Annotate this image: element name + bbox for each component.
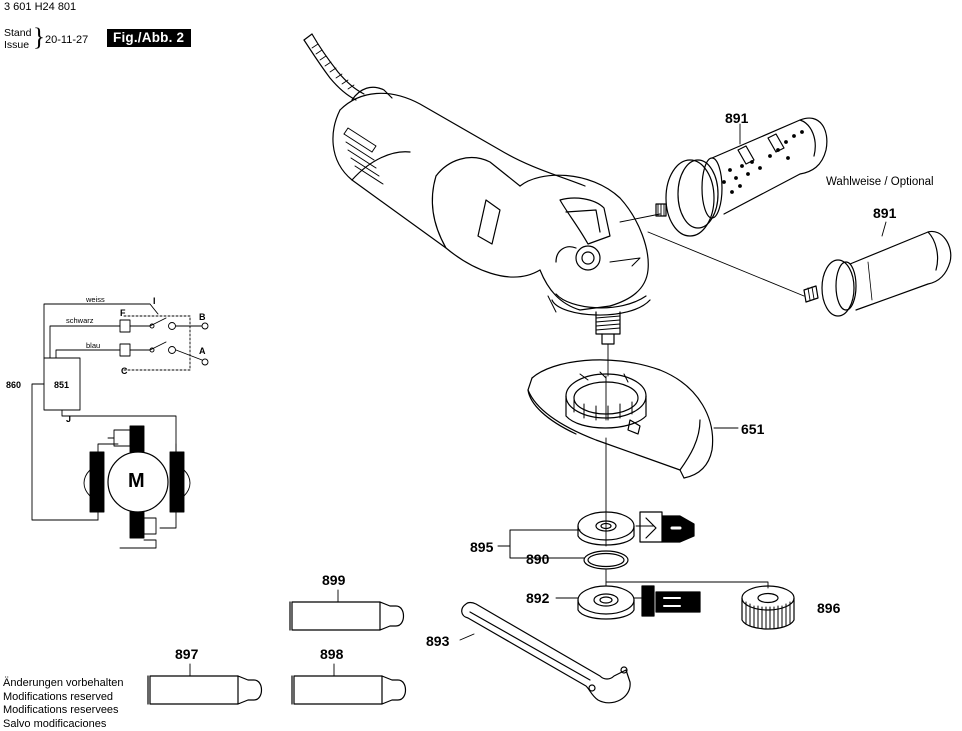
clamping-flange [577,511,635,547]
part-label-899: 899 [322,572,346,588]
figure-label: Fig./Abb. 2 [107,29,192,47]
part-label-895: 895 [470,539,494,555]
issue-date: 20-11-27 [45,34,89,46]
part-label-891-top: 891 [725,110,749,126]
terminal-label-a: A [199,346,206,356]
part-label-860: 860 [6,380,22,390]
terminal-label-i: I [153,296,156,306]
document-number: 3 601 H24 801 [4,1,77,13]
part-label-892: 892 [526,590,550,606]
brace: } [33,24,45,51]
wire-label-schwarz: schwarz [66,316,94,325]
wire-label-weiss: weiss [86,295,105,304]
part-label-893: 893 [426,633,450,649]
handle-leader-optional [647,231,805,297]
flange-symbol-top [635,511,695,543]
angle-grinder [303,33,651,377]
mounting-flange [555,569,635,620]
side-handle-optional [803,230,952,317]
motor-symbol: M [128,470,145,492]
part-label-896: 896 [817,600,841,616]
terminal-label-b: B [199,312,206,322]
bracket-895 [497,529,585,559]
part-label-898: 898 [320,646,344,662]
terminal-label-j: J [66,414,72,424]
grease-tube-right [291,663,407,705]
issue-label: Issue [4,39,30,51]
modifications-line-de: Änderungen vorbehalten [3,677,124,689]
modifications-line-es: Salvo modificaciones [3,717,107,730]
stand-issue-label: Stand Issue [4,27,31,51]
part-label-890: 890 [526,551,550,567]
modifications-line-en: Modifications reserved [3,690,114,703]
part-label-851: 851 [54,380,70,390]
modifications-note: Änderungen vorbehalten Modifications res… [3,677,123,731]
quick-clamping-nut [741,585,795,630]
protection-guard [527,359,714,479]
terminal-label-f: F [120,308,126,318]
modifications-line-fr: Modifications reservees [3,704,119,716]
grease-tube-top [289,589,405,631]
stand-label: Stand [4,27,32,39]
two-pin-spanner [461,601,631,704]
flange-symbol-bottom [633,585,701,617]
handle-leader-top [619,213,661,223]
part-label-891-optional: 891 [873,205,897,221]
wire-label-blau: blau [86,341,101,350]
part-label-897: 897 [175,646,199,662]
part-label-651: 651 [741,421,765,437]
terminal-label-c: C [121,366,128,376]
side-handle-top [655,117,828,237]
optional-note: Wahlweise / Optional [826,176,934,188]
wiring-diagram [31,303,209,549]
o-ring [583,550,629,570]
grease-tube-left [147,663,263,705]
